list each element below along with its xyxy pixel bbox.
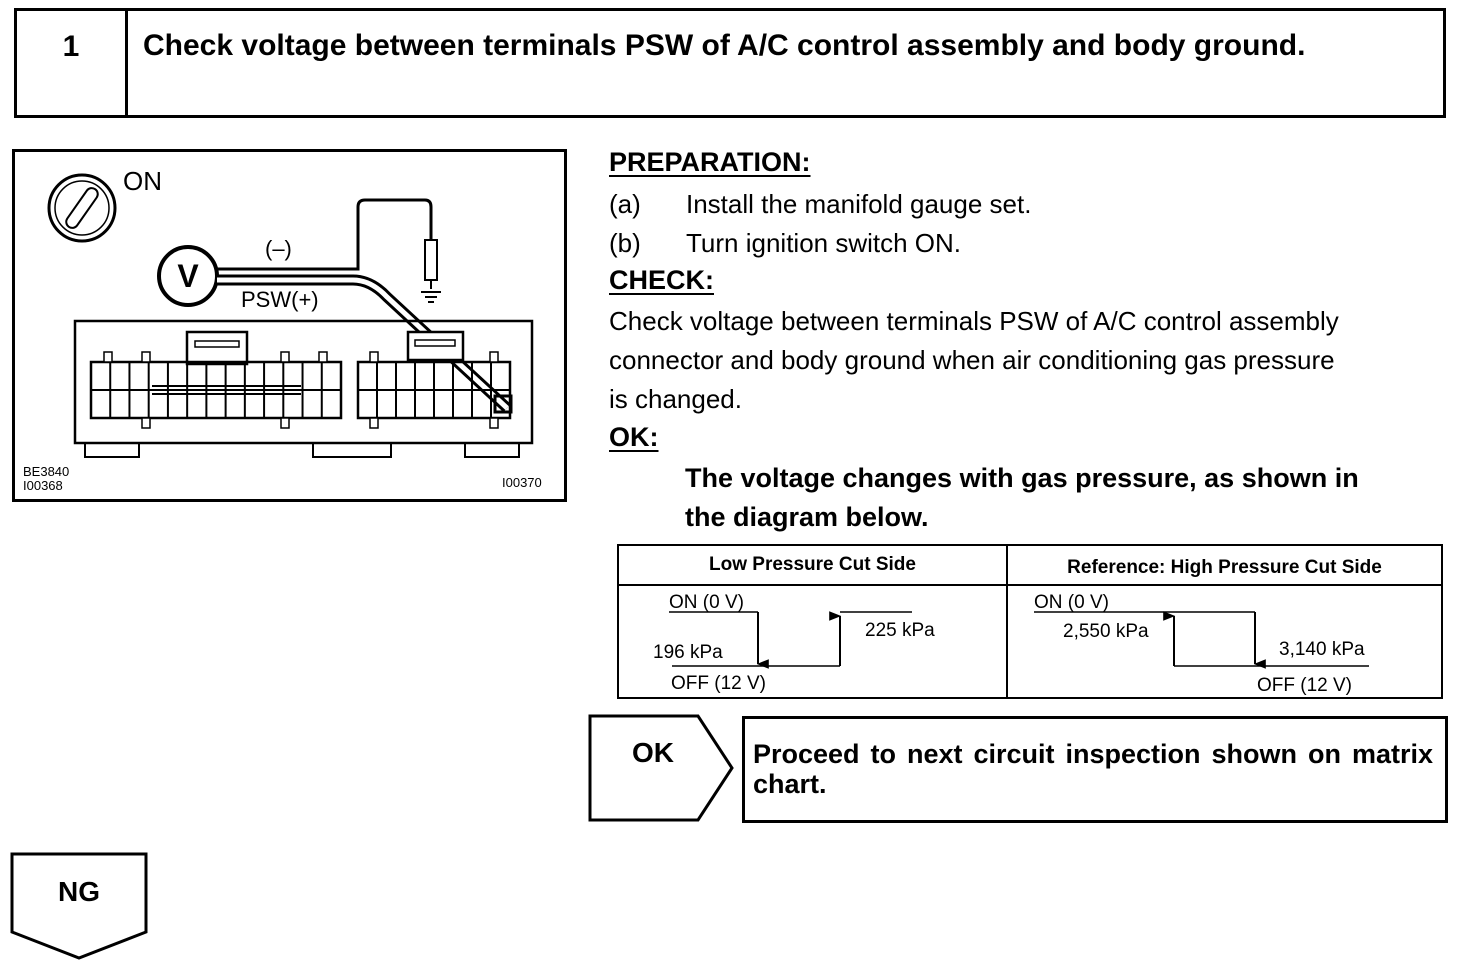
- high-up-label: 2,550 kPa: [1063, 621, 1149, 642]
- check-line: Check voltage between terminals PSW of A…: [609, 306, 1339, 336]
- pressure-table: Low Pressure Cut Side Reference: High Pr…: [617, 544, 1443, 699]
- low-pressure-header: Low Pressure Cut Side: [709, 554, 916, 575]
- list-item-marker: (a): [609, 189, 641, 219]
- step-title: Check voltage between terminals PSW of A…: [143, 29, 1306, 62]
- figure-code: BE3840: [23, 464, 70, 479]
- list-item-marker: (b): [609, 228, 641, 258]
- negative-lead-label: (–): [265, 236, 292, 261]
- ok-flow-label: OK: [632, 737, 674, 768]
- ignition-on-label: ON: [123, 166, 162, 196]
- ng-flow-label: NG: [58, 876, 100, 907]
- ground-symbol-icon: [421, 291, 441, 303]
- low-up-label: 225 kPa: [865, 620, 935, 641]
- ok-line: The voltage changes with gas pressure, a…: [685, 463, 1359, 493]
- ok-result-box: Proceed to next circuit inspection shown…: [742, 716, 1448, 823]
- connector-icon: [73, 319, 534, 458]
- low-down-label: 196 kPa: [653, 642, 723, 663]
- high-on-label: ON (0 V): [1034, 592, 1109, 613]
- ok-result-text: Proceed to next circuit inspection shown…: [753, 739, 1433, 799]
- ignition-switch-icon: [47, 173, 117, 243]
- ok-line: the diagram below.: [685, 502, 929, 532]
- check-line: connector and body ground when air condi…: [609, 345, 1335, 375]
- check-heading: CHECK:: [609, 265, 714, 295]
- step-header: 1 Check voltage between terminals PSW of…: [14, 8, 1446, 118]
- high-off-label: OFF (12 V): [1257, 675, 1353, 696]
- list-item: Install the manifold gauge set.: [686, 189, 1032, 219]
- figure-code: I00370: [502, 475, 542, 490]
- list-item: Turn ignition switch ON.: [686, 228, 962, 258]
- preparation-heading: PREPARATION:: [609, 147, 811, 177]
- positive-lead-label: PSW(+): [241, 287, 319, 312]
- ng-arrow-shape: [10, 852, 148, 960]
- voltmeter-label: V: [177, 258, 199, 294]
- wiring-diagram: [47, 173, 534, 458]
- ok-arrow-shape: [588, 714, 734, 822]
- figure-code: I00368: [23, 478, 63, 493]
- check-line: is changed.: [609, 384, 742, 414]
- low-on-label: ON (0 V): [669, 592, 744, 613]
- pressure-switch-graph: [669, 611, 1369, 669]
- ok-heading: OK:: [609, 422, 659, 452]
- low-off-label: OFF (12 V): [671, 673, 767, 694]
- wiring-figure: ON V (–) PSW(+) BE3840 I00368 I00370: [12, 149, 567, 502]
- high-down-label: 3,140 kPa: [1279, 639, 1365, 660]
- step-number: 1: [17, 11, 128, 115]
- high-pressure-header: Reference: High Pressure Cut Side: [1067, 557, 1382, 578]
